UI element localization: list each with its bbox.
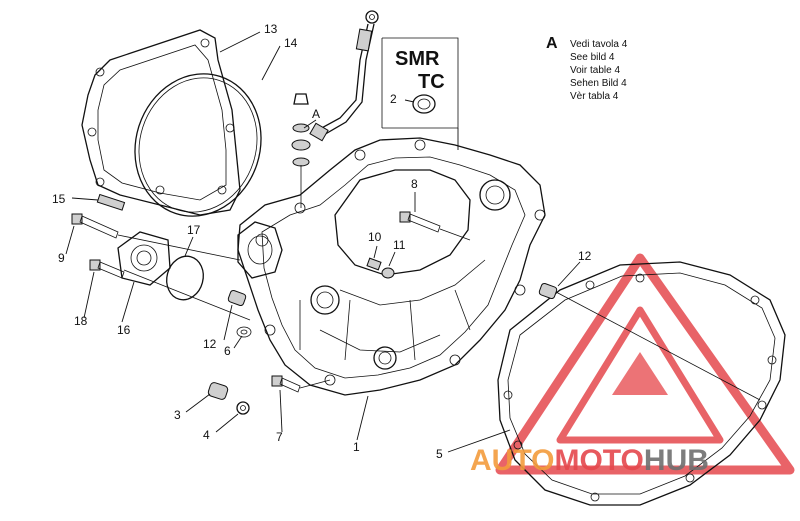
- callout-14: 14: [284, 36, 298, 50]
- screw-10: [366, 257, 382, 271]
- callout-10: 10: [368, 230, 382, 244]
- variant-line-1: SMR: [395, 48, 440, 70]
- reference-note: A Vedi tavola 4 See bild 4 Voir table 4 …: [546, 35, 628, 102]
- callout-17: 17: [187, 223, 201, 237]
- watermark-part-2: MOTO: [554, 444, 643, 477]
- watermark-triangle-core: [612, 352, 668, 395]
- watermark-text: AUTOMOTOHUB: [470, 444, 709, 477]
- reference-line-2: See bild 4: [570, 52, 615, 63]
- oil-hose: [309, 10, 379, 142]
- callout-6: 6: [224, 344, 231, 358]
- callout-4: 4: [203, 428, 210, 442]
- callout-15: 15: [52, 192, 66, 206]
- callout-2: 2: [390, 92, 397, 106]
- banjo-bolt-stack: [291, 93, 311, 167]
- callout-13: 13: [264, 22, 278, 36]
- clip-4: [236, 401, 250, 415]
- callout-16: 16: [117, 323, 131, 337]
- watermark-part-1: AUTO: [470, 444, 554, 477]
- callout-1: 1: [353, 440, 360, 454]
- callout-5: 5: [436, 447, 443, 461]
- dowel-3: [207, 382, 229, 400]
- rear-gasket: [497, 261, 786, 506]
- bolt-7: [271, 375, 301, 393]
- callout-8: 8: [411, 177, 418, 191]
- reference-line-5: Vèr tabla 4: [570, 91, 619, 102]
- leader-lines: [65, 31, 761, 453]
- watermark-part-3: HUB: [644, 444, 709, 477]
- dowel-12-right: [538, 282, 558, 300]
- washer-6: [236, 326, 252, 338]
- bolt-8: [399, 211, 441, 233]
- callout-12-left: 12: [203, 337, 217, 351]
- callout-18: 18: [74, 314, 88, 328]
- bolt-15: [96, 193, 126, 211]
- callout-9: 9: [58, 251, 65, 265]
- variant-box: [381, 37, 459, 150]
- cover-gasket-ring: [134, 73, 262, 217]
- callout-a: A: [312, 107, 320, 121]
- o-ring-17: [166, 255, 204, 301]
- reference-line-3: Voir table 4: [570, 65, 620, 76]
- variant-line-2: TC: [418, 71, 445, 93]
- callout-11: 11: [393, 238, 406, 252]
- reference-letter: A: [546, 35, 558, 52]
- crankcase-cover: [237, 137, 546, 396]
- clutch-cover: [81, 29, 241, 216]
- watermark-triangle-outer: [495, 253, 795, 475]
- reference-line-4: Sehen Bild 4: [570, 78, 627, 89]
- callout-7: 7: [276, 430, 283, 444]
- callout-12-right: 12: [578, 249, 592, 263]
- callout-3: 3: [174, 408, 181, 422]
- washer-11: [381, 267, 395, 279]
- watermark-logo: [495, 253, 795, 475]
- watermark-triangle-inner: [556, 306, 724, 444]
- variant-box-text: SMR TC: [395, 48, 445, 93]
- bolt-9: [71, 213, 119, 239]
- dowel-12-left: [227, 289, 247, 307]
- bolt-18: [89, 259, 125, 279]
- callout-labels: 13 14 A 2 15 9 18 16 17 12 6 8 10 11 12 …: [52, 22, 592, 461]
- reference-line-1: Vedi tavola 4: [570, 39, 628, 50]
